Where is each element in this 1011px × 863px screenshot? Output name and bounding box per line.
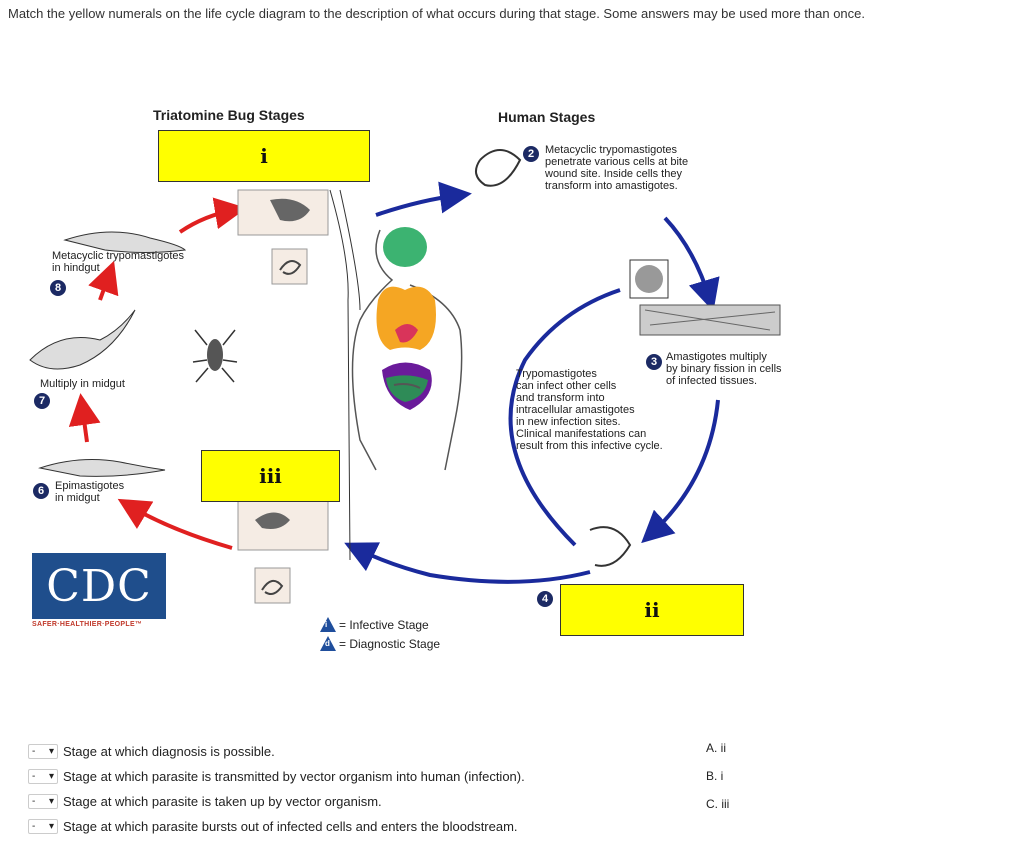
question-text: Stage at which diagnosis is possible. (63, 744, 275, 759)
chevron-down-icon: ▾ (48, 821, 54, 832)
yellow-box-iii: iii (201, 450, 340, 502)
stage-7-badge: 7 (34, 393, 50, 409)
blue-arrow-bite-to-tissue (663, 216, 720, 312)
stage-7-text: Multiply in midgut (40, 378, 125, 390)
legend-infective: i = Infective Stage (320, 617, 440, 632)
red-arrow-8 (88, 260, 119, 301)
blue-arrow-tissue-to-blood (641, 399, 720, 544)
question-row: -▾ Stage at which parasite bursts out of… (28, 814, 525, 839)
chevron-down-icon: ▾ (48, 796, 54, 807)
question-list: -▾ Stage at which diagnosis is possible.… (28, 739, 525, 839)
red-arrow-to-bite (178, 197, 247, 234)
answer-option: C. iii (706, 797, 730, 811)
diagram-artwork (29, 149, 781, 604)
red-arrow-6 (117, 498, 233, 550)
stage-2-badge: 2 (523, 146, 539, 162)
human-heading: Human Stages (498, 109, 596, 125)
triatomine-heading: Triatomine Bug Stages (153, 107, 305, 123)
stage-4-badge: 4 (537, 591, 553, 607)
answer-select[interactable]: -▾ (28, 769, 58, 784)
blue-arrow-inner-loop (508, 288, 621, 547)
life-cycle-diagram: Triatomine Bug Stages Human Stages i iii… (0, 90, 1011, 670)
chevron-down-icon: ▾ (48, 771, 54, 782)
answer-select[interactable]: -▾ (28, 744, 58, 759)
question-row: -▾ Stage at which parasite is transmitte… (28, 764, 525, 789)
question-text: Stage at which parasite bursts out of in… (63, 819, 518, 834)
yellow-box-i: i (158, 130, 370, 182)
answer-select[interactable]: -▾ (28, 819, 58, 834)
stage-3-text: Amastigotes multiply by binary fission i… (666, 351, 782, 387)
legend: i = Infective Stage d = Diagnostic Stage (320, 617, 440, 655)
question-text: Stage at which parasite is taken up by v… (63, 794, 382, 809)
blue-arrow-to-human (375, 181, 472, 217)
question-text: Stage at which parasite is transmitted b… (63, 769, 525, 784)
stage-6-badge: 6 (33, 483, 49, 499)
red-arrow-7 (68, 393, 101, 443)
answer-options: A. ii B. i C. iii (706, 741, 729, 825)
yellow-box-ii: ii (560, 584, 744, 636)
stage-2-text: Metacyclic trypomastigotes penetrate var… (545, 144, 689, 192)
stage-3-badge: 3 (646, 354, 662, 370)
stage-6-text: Epimastigotes in midgut (55, 480, 125, 504)
answer-select[interactable]: -▾ (28, 794, 58, 809)
chevron-down-icon: ▾ (48, 746, 54, 757)
answer-option: A. ii (706, 741, 727, 755)
cdc-logo: CDC SAFER·HEALTHIER·PEOPLE™ (32, 553, 166, 633)
instructions: Match the yellow numerals on the life cy… (8, 6, 865, 21)
question-row: -▾ Stage at which parasite is taken up b… (28, 789, 525, 814)
stage-8-badge: 8 (50, 280, 66, 296)
answer-option: B. i (706, 769, 724, 783)
trypomastigote-text: Trypomastigotes can infect other cells a… (516, 368, 663, 452)
blue-arrow-to-bug (344, 542, 591, 584)
stage-8-text: Metacyclic trypomastigotes in hindgut (52, 250, 185, 274)
legend-diagnostic: d = Diagnostic Stage (320, 636, 440, 651)
question-row: -▾ Stage at which diagnosis is possible. (28, 739, 525, 764)
